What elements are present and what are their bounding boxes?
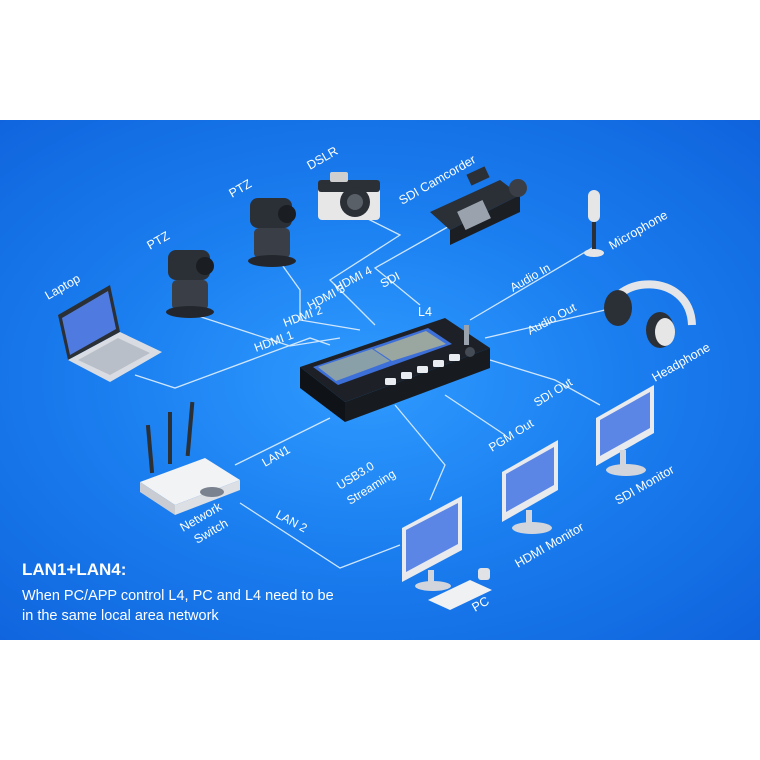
l4-badge: L4	[418, 305, 432, 319]
hdmi-monitor-icon	[502, 440, 558, 534]
label-lan2: LAN 2	[274, 507, 310, 535]
pc-icon	[402, 496, 492, 610]
l4-button	[401, 372, 412, 379]
sdi-camcorder-icon	[430, 166, 527, 245]
label-audio-out: Audio Out	[525, 300, 579, 338]
lan-note: LAN1+LAN4: When PC/APP control L4, PC an…	[22, 560, 342, 626]
l4-antenna	[464, 325, 469, 345]
note-body: When PC/APP control L4, PC and L4 need t…	[22, 588, 334, 624]
connection-lines	[134, 214, 606, 569]
ptz-camera-1-icon	[166, 250, 214, 318]
l4-knob	[465, 347, 475, 357]
diagram-panel: HDMI 1 HDMI 2 HDMI 3 HDMI 4 SDI Audio In…	[0, 120, 760, 640]
ptz-camera-2-icon	[248, 198, 296, 267]
note-title: LAN1+LAN4:	[22, 560, 127, 579]
label-ptz-1: PTZ	[145, 228, 173, 252]
laptop-icon	[58, 285, 162, 382]
headphone-icon	[604, 280, 696, 348]
label-ptz-2: PTZ	[227, 176, 255, 200]
microphone-icon	[584, 190, 604, 257]
line-audio-out	[484, 309, 606, 339]
l4-button	[385, 378, 396, 385]
label-audio-in: Audio In	[508, 260, 553, 294]
label-microphone: Microphone	[607, 208, 671, 253]
line-hdmi4	[328, 214, 402, 326]
network-switch-icon	[140, 401, 240, 515]
line-sdi-out	[489, 359, 601, 406]
label-laptop: Laptop	[43, 271, 83, 302]
label-pgm-out: PGM Out	[486, 416, 536, 455]
sdi-monitor-icon	[596, 385, 654, 476]
line-hdmi3	[274, 254, 361, 331]
l4-button	[449, 354, 460, 361]
line-usb	[394, 404, 446, 501]
label-dslr: DSLR	[305, 144, 341, 173]
line-audio-in	[469, 247, 593, 321]
line-lan1	[234, 417, 331, 466]
dslr-icon	[318, 172, 380, 220]
l4-switcher: L4	[300, 305, 490, 422]
label-lan1: LAN1	[260, 442, 293, 469]
label-hdmi4: HDMI 4	[332, 263, 375, 295]
line-sdi	[373, 219, 461, 306]
line-hdmi2	[194, 314, 341, 347]
l4-button	[417, 366, 428, 373]
l4-button	[433, 360, 444, 367]
line-lan2	[239, 502, 401, 569]
connection-diagram: HDMI 1 HDMI 2 HDMI 3 HDMI 4 SDI Audio In…	[43, 144, 713, 615]
line-pgm-out	[444, 394, 506, 436]
